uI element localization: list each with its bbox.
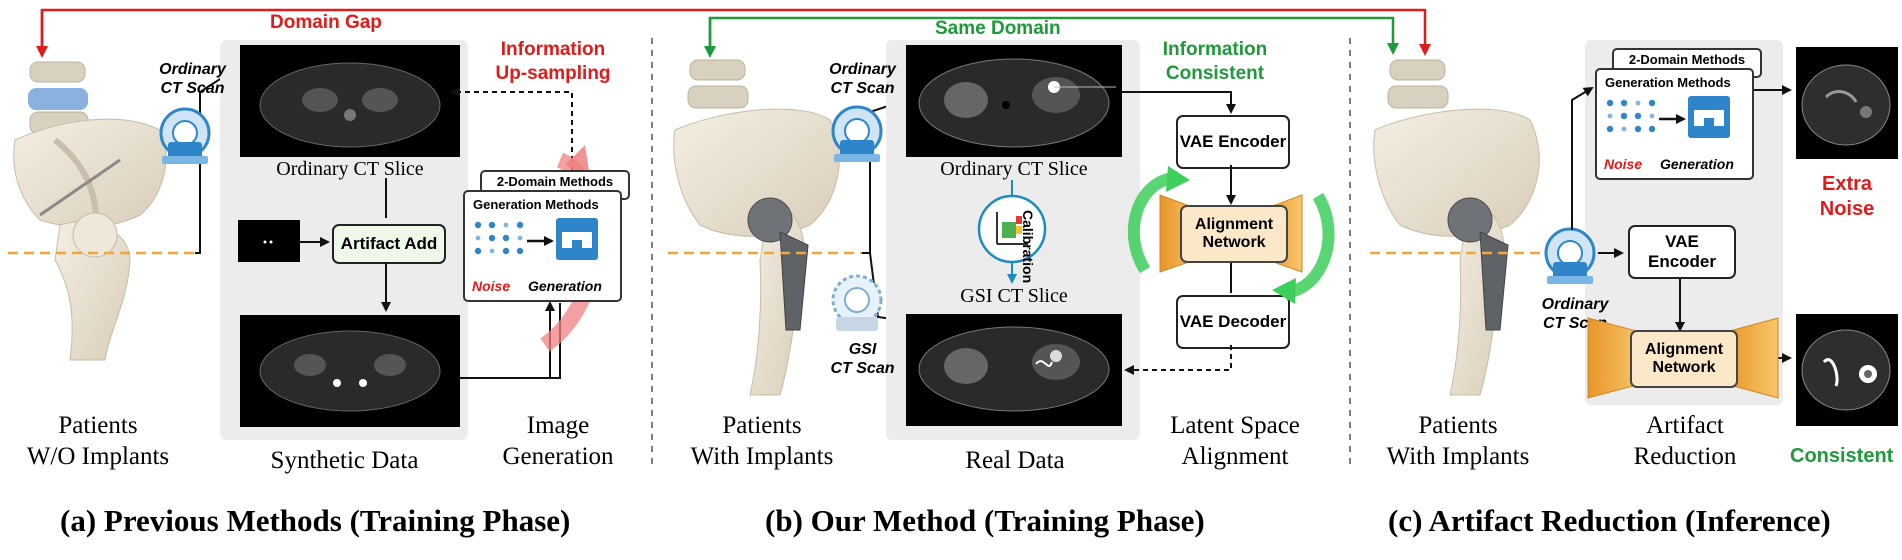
image-generation-label: Image Generation [502,412,614,471]
vae-encoder-box-b: VAE Encoder [1176,115,1290,169]
caption-c: (c) Artifact Reduction (Inference) [1388,503,1831,538]
gsi-ct-scan-label: GSI CT Scan [830,341,895,378]
noise-label-a: Noise [472,278,511,294]
output-ct-consistent [1796,314,1898,426]
consistent-label: Consistent [1790,445,1894,467]
vae-decoder-box-b: VAE Decoder [1176,295,1290,349]
alignment-network-box-b: Alignment Network [1180,205,1288,263]
ordinary-ct-slice-label-a: Ordinary CT Slice [276,158,424,180]
gsi-ct-slice [906,314,1122,426]
caption-a: (a) Previous Methods (Training Phase) [60,503,571,538]
output-ct-extra-noise [1796,47,1898,159]
real-data-label: Real Data [965,447,1065,474]
generation-methods-title-c: Generation Methods [1605,75,1731,90]
caption-b: (b) Our Method (Training Phase) [765,503,1205,538]
arrow-scan-a [195,68,236,254]
ordinary-ct-scan-label-b: Ordinary CT Scan [829,61,896,98]
synthetic-data-label: Synthetic Data [270,447,419,474]
alignment-network-box-c: Alignment Network [1630,330,1738,388]
information-consistent-label: Information Consistent [1162,39,1268,84]
generation-label-c: Generation [1660,156,1734,172]
same-domain-connector [704,16,1399,58]
noise-label-c: Noise [1604,156,1643,172]
vae-encoder-box-c: VAE Encoder [1628,225,1736,279]
extra-noise-label: Extra Noise [1819,173,1875,220]
artifact-mask-thumb [238,220,300,262]
artifact-reduction-label: Artifact Reduction [1633,412,1737,471]
patients-with-implants-label-b: Patients With Implants [690,412,834,471]
ordinary-ct-scan-label-a: Ordinary CT Scan [159,61,226,98]
ordinary-ct-slice-b [906,45,1122,157]
generation-label-a: Generation [528,278,602,294]
ordinary-ct-slice-a [240,45,460,157]
generation-methods-title-a: Generation Methods [473,197,599,212]
synthetic-ct-slice-a [240,315,460,427]
arrow-scan-ordinary-b [862,99,902,254]
same-domain-label: Same Domain [935,18,1061,39]
artifact-add-box: Artifact Add [332,224,446,264]
pelvis-illustration-b [673,59,840,396]
patients-with-implants-label-c: Patients With Implants [1386,412,1530,471]
latent-space-alignment-label: Latent Space Alignment [1170,412,1300,471]
patients-wo-implants-label: Patients W/O Implants [26,412,170,471]
ordinary-ct-slice-label-b: Ordinary CT Slice [940,158,1088,180]
domain-gap-connector [36,8,1431,58]
domain-gap-label: Domain Gap [270,12,382,33]
pelvis-illustration-a [13,61,167,361]
information-upsampling-label: Information Up-sampling [495,39,611,84]
gsi-ct-slice-label: GSI CT Slice [960,285,1068,307]
pelvis-illustration-c [1373,59,1540,396]
